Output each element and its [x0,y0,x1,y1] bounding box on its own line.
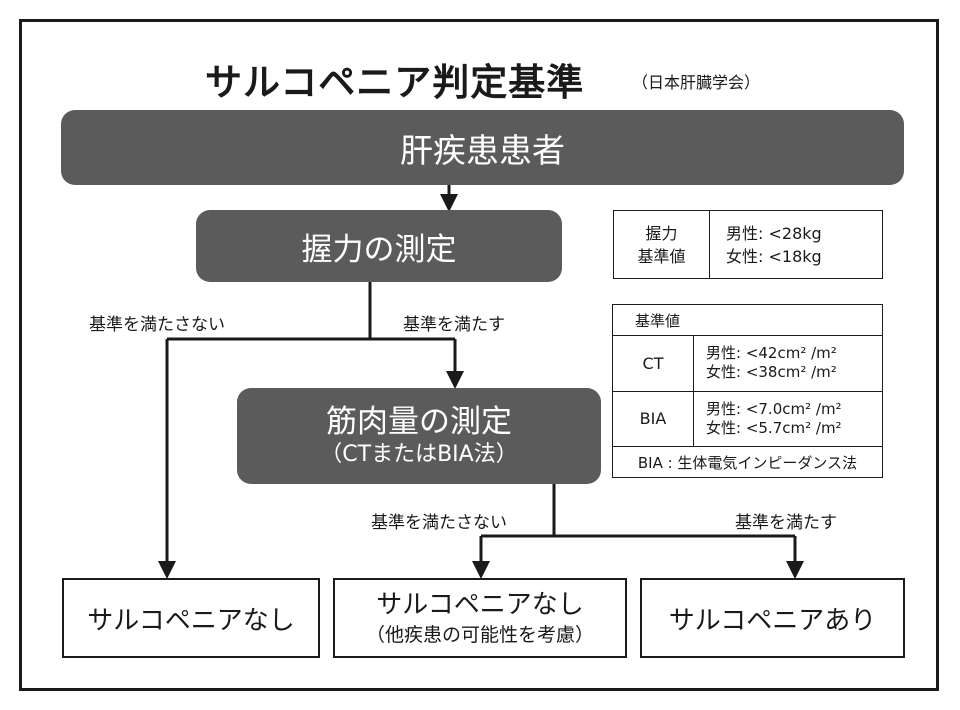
node-grip-measurement: 握力の測定 [196,210,562,282]
mass-table-row-bia: BIA 男性: <7.0cm² /m² 女性: <5.7cm² /m² [612,390,883,447]
node-liver-patients: 肝疾患患者 [61,110,904,185]
node-muscle-measurement-label: 筋肉量の測定 [326,404,512,440]
cond-muscle-fail: 基準を満たさない [371,513,507,533]
bia-male-threshold: 男性: <7.0cm² /m² [706,399,842,418]
mass-table-row-ct: CT 男性: <42cm² /m² 女性: <38cm² /m² [612,335,883,392]
outcome-no-sarcopenia-label: サルコペニアなし [87,605,295,636]
grip-table-values: 男性: <28kg 女性: <18kg [709,210,883,279]
grip-table-header-line1: 握力 [645,223,678,243]
mass-values-bia: 男性: <7.0cm² /m² 女性: <5.7cm² /m² [693,390,883,447]
mass-method-bia: BIA [612,390,694,447]
outer-frame [19,19,939,691]
node-muscle-measurement: 筋肉量の測定 （CTまたはBIA法） [237,388,601,484]
grip-female-threshold: 女性: <18kg [726,246,822,266]
cond-grip-fail: 基準を満たさない [89,315,225,335]
outcome-other-disease-note: （他疾患の可能性を考慮） [365,624,594,646]
source-note: （日本肝臓学会） [632,73,761,92]
node-liver-patients-label: 肝疾患患者 [400,130,565,170]
grip-table-header-line2: 基準値 [637,246,686,266]
ct-female-threshold: 女性: <38cm² /m² [706,363,837,382]
grip-criteria-table: 握力 基準値 男性: <28kg 女性: <18kg [613,210,883,279]
ct-male-threshold: 男性: <42cm² /m² [706,344,837,363]
mass-table-footnote: BIA : 生体電気インピーダンス法 [612,446,883,478]
outcome-sarcopenia-present-label: サルコペニアあり [668,605,877,636]
grip-table-header: 握力 基準値 [613,210,710,279]
mass-method-ct: CT [612,335,694,392]
mass-values-ct: 男性: <42cm² /m² 女性: <38cm² /m² [693,335,883,392]
bia-female-threshold: 女性: <5.7cm² /m² [706,418,842,437]
outcome-no-sarcopenia-other-disease: サルコペニアなし （他疾患の可能性を考慮） [333,578,627,658]
mass-table-caption: 基準値 [612,304,883,336]
outcome-sarcopenia-present: サルコペニアあり [640,578,905,658]
page-title: サルコペニア判定基準 [205,61,585,104]
outcome-no-sarcopenia: サルコペニアなし [62,578,320,658]
muscle-mass-criteria-table: 基準値 CT 男性: <42cm² /m² 女性: <38cm² /m² BIA… [612,304,883,478]
node-muscle-method-label: （CTまたはBIA法） [320,442,518,467]
cond-muscle-pass: 基準を満たす [735,513,837,533]
grip-male-threshold: 男性: <28kg [726,223,822,243]
outcome-no-sarcopenia-other-label: サルコペニアなし [376,590,584,620]
cond-grip-pass: 基準を満たす [403,315,505,335]
node-grip-measurement-label: 握力の測定 [301,231,457,268]
